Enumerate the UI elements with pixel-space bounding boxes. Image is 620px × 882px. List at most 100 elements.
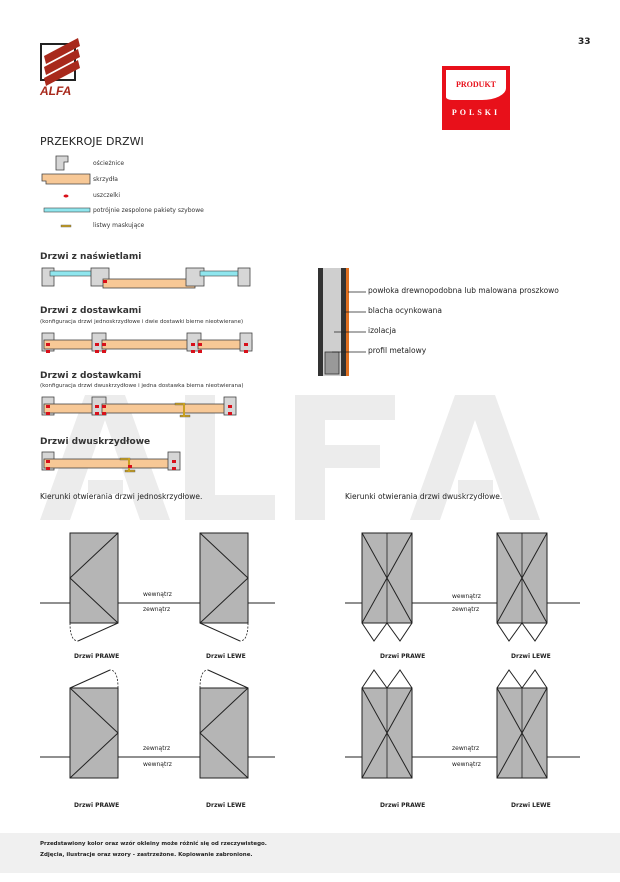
cross-section-label: powłoka drewnopodobna lub malowana prosz…	[368, 286, 559, 295]
logo: ALFA	[38, 36, 84, 98]
door-leaf	[101, 339, 197, 350]
swing-arc	[199, 669, 209, 689]
frame-profile	[185, 267, 205, 287]
legend-label: potrójnie zespolone pakiety szybowe	[93, 207, 204, 214]
opening-triangle	[69, 532, 119, 624]
swing-arc	[69, 622, 79, 642]
outer-sheet	[318, 268, 323, 376]
insulation	[323, 268, 341, 376]
swing-leaf	[69, 669, 111, 689]
seal	[228, 412, 232, 415]
seal	[102, 405, 106, 408]
seal	[228, 405, 232, 408]
watermark-letter-l-shape	[185, 395, 275, 520]
swing-leaf	[521, 669, 548, 689]
section-title: Drzwi dwuskrzydłowe	[40, 437, 151, 447]
swing-arc	[109, 669, 119, 689]
door-right-label: Drzwi PRAWE	[74, 653, 120, 660]
seal	[191, 343, 195, 346]
door-leaf	[102, 278, 196, 289]
door-panel	[69, 687, 119, 779]
swing-leaf	[521, 622, 548, 642]
cross-section-label: blacha ocynkowana	[368, 306, 442, 315]
seal	[46, 343, 50, 346]
door-panel	[199, 687, 249, 779]
seal	[95, 343, 99, 346]
door-left-label: Drzwi LEWE	[511, 802, 551, 809]
masking-strip-icon	[60, 224, 72, 228]
inside-label: wewnątrz	[143, 761, 172, 768]
swing-arc	[239, 622, 249, 642]
door-panel	[199, 532, 249, 624]
seal	[172, 467, 176, 470]
legend-label: listwy maskujące	[93, 222, 145, 229]
door-left-label: Drzwi LEWE	[206, 802, 246, 809]
seal	[46, 412, 50, 415]
page-number: 33	[578, 37, 591, 47]
seal	[198, 343, 202, 346]
section-title: Drzwi z naświetlami	[40, 252, 142, 262]
produkt-polski-badge: PRODUKT POLSKI	[442, 66, 510, 130]
door-leaf-icon	[41, 173, 91, 185]
opening-triangle	[521, 687, 548, 779]
page-title: PRZEKROJE DRZWI	[40, 135, 144, 148]
swing-leaf	[361, 622, 388, 642]
logo-text: ALFA	[40, 84, 72, 98]
opening-triangle	[521, 532, 548, 624]
opening-triangle	[69, 687, 119, 779]
legend-label: skrzydła	[93, 176, 118, 183]
door-left-label: Drzwi LEWE	[206, 653, 246, 660]
swing-leaf	[386, 622, 413, 642]
galvanized-sheet	[341, 268, 346, 376]
seal	[95, 412, 99, 415]
seal	[95, 405, 99, 408]
inside-label: wewnątrz	[452, 761, 481, 768]
seal	[244, 350, 248, 353]
door-leaf	[101, 403, 233, 414]
swing-leaf	[386, 669, 413, 689]
logo-mark-icon	[40, 38, 80, 86]
opening-triangle	[386, 532, 413, 624]
opening-triangle	[199, 687, 249, 779]
seal	[128, 465, 132, 468]
outside-label: zewnątrz	[452, 606, 480, 613]
watermark-letter-f-shape	[295, 395, 395, 520]
footer-copyright: Zdjęcia, ilustracje oraz wzory - zastrze…	[40, 852, 253, 858]
door-leaf	[43, 458, 175, 469]
inside-label: wewnątrz	[143, 591, 172, 598]
door-right-label: Drzwi PRAWE	[380, 802, 426, 809]
section-subtitle: (konfiguracja drzwi dwuskrzydłowe i jedn…	[40, 383, 244, 389]
swing-leaf	[496, 622, 523, 642]
section-title: Drzwi z dostawkami	[40, 306, 142, 316]
swing-leaf	[77, 622, 119, 642]
outside-label: zewnątrz	[452, 745, 480, 752]
seal	[198, 350, 202, 353]
watermark-letter-a-shape	[40, 395, 170, 520]
opening-triangle	[199, 532, 249, 624]
legend-label: uszczelki	[93, 192, 121, 199]
seal	[244, 343, 248, 346]
door-right-label: Drzwi PRAWE	[380, 653, 426, 660]
outside-label: zewnątrz	[143, 745, 171, 752]
section-title: Drzwi z dostawkami	[40, 371, 142, 381]
seal	[46, 405, 50, 408]
metal-profile	[324, 351, 340, 375]
single-opening-title: Kierunki otwierania drzwi jednoskrzydłow…	[40, 492, 203, 501]
seal	[102, 343, 106, 346]
cross-section-label: izolacja	[368, 326, 397, 335]
swing-leaf	[361, 669, 388, 689]
seal-icon	[63, 194, 69, 198]
glass-pane	[199, 270, 241, 277]
badge-line1: PRODUKT	[456, 80, 496, 89]
inside-label: wewnątrz	[452, 593, 481, 600]
seal	[172, 460, 176, 463]
double-opening-title: Kierunki otwierania drzwi dwuskrzydłowe.	[345, 492, 503, 501]
swing-leaf	[207, 669, 249, 689]
watermark-letter-a-shape	[410, 395, 540, 520]
seal	[102, 350, 106, 353]
outside-label: zewnątrz	[143, 606, 171, 613]
seal	[46, 467, 50, 470]
seal	[191, 350, 195, 353]
badge-line2: POLSKI	[451, 108, 501, 117]
